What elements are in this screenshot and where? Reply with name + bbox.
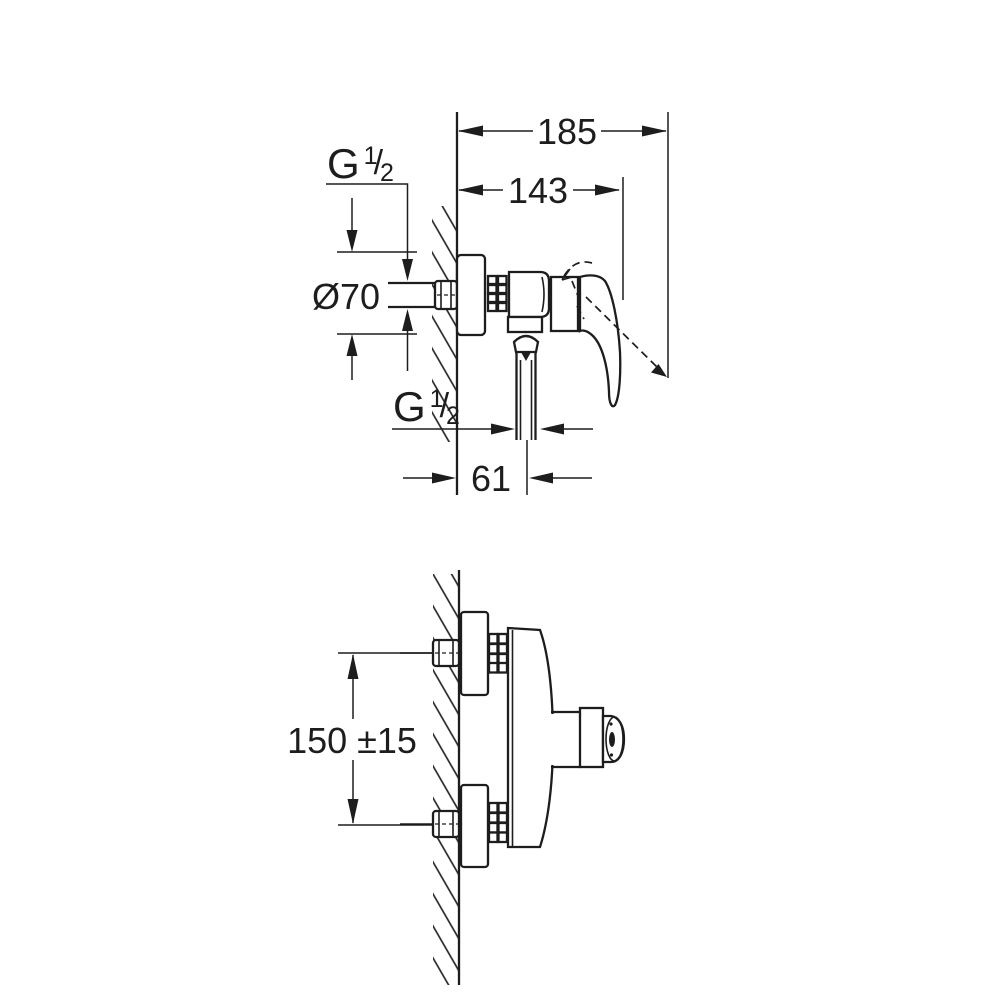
- outlet-block: [506, 315, 544, 334]
- arrowhead-right: [595, 184, 620, 196]
- arrowhead-left: [458, 125, 483, 137]
- threaded-connector: [487, 632, 509, 674]
- arrowhead-down: [402, 259, 413, 281]
- arrowhead-up: [402, 309, 413, 331]
- dim-61-label: 61: [471, 458, 511, 499]
- outlet-dome: [512, 334, 540, 354]
- threaded-connector: [487, 801, 509, 844]
- dimension-70: Ø70: [312, 198, 417, 380]
- dim-185-label: 185: [537, 111, 597, 152]
- open-position-line: [585, 296, 661, 371]
- body-outline: [506, 626, 555, 849]
- arrowhead-up: [346, 334, 358, 356]
- wall-flange: [459, 783, 490, 869]
- mixer-body: [506, 270, 551, 440]
- handle-blade: [578, 274, 622, 408]
- upper-connection: [400, 610, 509, 697]
- wall-flange: [459, 610, 490, 697]
- dimension-185: 185: [458, 111, 669, 378]
- mixer-body-profile: [506, 626, 555, 849]
- knob-slot: [609, 732, 615, 747]
- leader-line: [326, 183, 409, 261]
- dimension-150: 150 ±15: [287, 652, 433, 826]
- arrowhead-down: [346, 230, 358, 252]
- arrowhead-up: [347, 654, 359, 679]
- dim-70-label: Ø70: [312, 276, 380, 317]
- wall-flange: [455, 253, 487, 337]
- inlet-pipe: [388, 279, 459, 311]
- arrowhead-right: [432, 472, 456, 484]
- knob-ring: [578, 706, 605, 769]
- rotation-arc: [563, 261, 593, 277]
- arrowhead-down: [347, 799, 359, 824]
- dimension-61: 61: [403, 440, 592, 499]
- arrowhead: [651, 364, 667, 377]
- wall-hatching: [433, 574, 459, 985]
- arrowhead-left: [458, 184, 483, 196]
- threaded-connector: [486, 274, 508, 313]
- dim-143-label: 143: [508, 170, 568, 211]
- dimension-143: 143: [458, 170, 624, 300]
- arrowhead-right: [642, 125, 667, 137]
- knob-face: [605, 716, 624, 762]
- body-highlight: [541, 276, 545, 313]
- front-view: 150 ±15: [287, 570, 626, 985]
- lever-handle: [549, 274, 622, 408]
- arc-arrowhead: [561, 268, 573, 281]
- arrowhead-right: [491, 423, 515, 435]
- arrowhead-left: [529, 472, 553, 484]
- arrowhead-left: [540, 423, 564, 435]
- lower-connection: [400, 783, 509, 869]
- wall-hatching: [432, 206, 457, 442]
- handle-travel-indicators: [561, 261, 667, 377]
- dim-150-label: 150 ±15: [287, 720, 417, 761]
- outlet-taper: [521, 353, 531, 361]
- diverter-knob: [549, 706, 626, 769]
